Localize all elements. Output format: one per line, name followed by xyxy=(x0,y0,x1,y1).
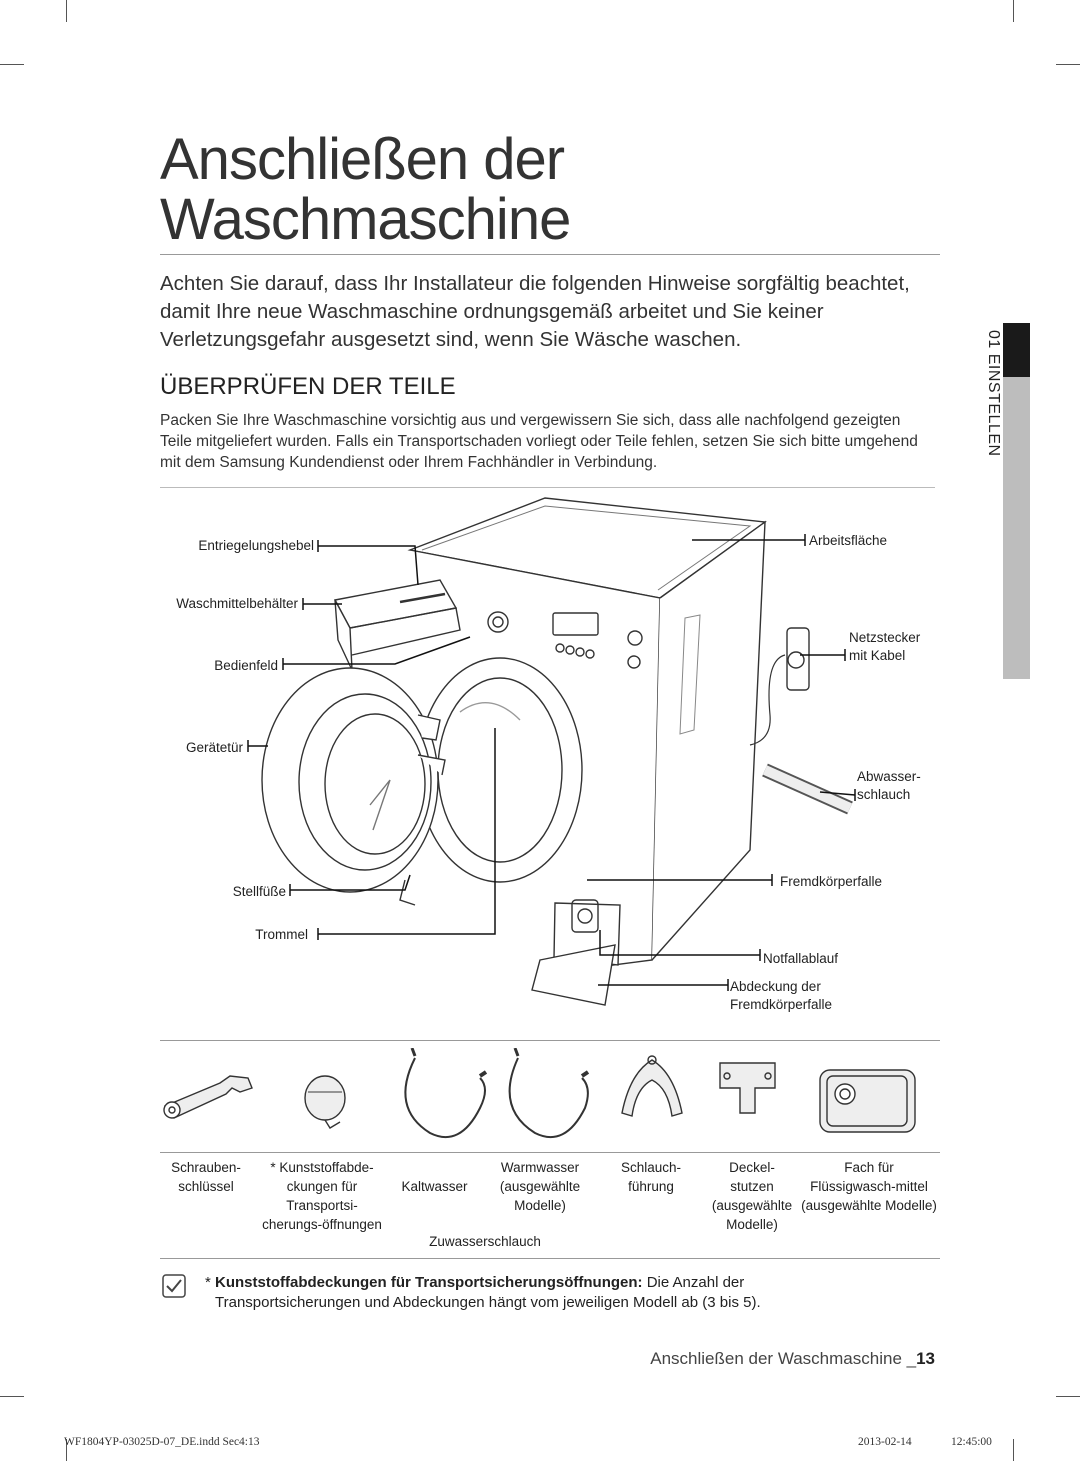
note-line2: Transportsicherungen und Abdeckungen hän… xyxy=(215,1294,761,1311)
caption-hose-guide-line1: Schlauch- xyxy=(620,1160,682,1175)
caption-warm-hose-line2: (ausgewählte xyxy=(499,1179,581,1194)
caption-cover-cap-line3: (ausgewählte xyxy=(711,1198,793,1213)
caption-spanner-line1: Schrauben- xyxy=(171,1160,241,1175)
caption-cover-cap-line2: stutzen xyxy=(730,1179,774,1194)
label-control-panel: Bedienfeld xyxy=(214,658,278,673)
crop-mark xyxy=(66,1439,67,1461)
section-paragraph: Packen Sie Ihre Waschmaschine vorsichtig… xyxy=(160,410,935,488)
caption-caps: * Kunststoffabde- ckungen für Transports… xyxy=(256,1158,388,1234)
side-tab-bar xyxy=(1003,377,1030,679)
parts-divider-mid xyxy=(160,1152,940,1153)
label-drum: Trommel xyxy=(255,927,308,942)
parts-illustrations xyxy=(163,1048,916,1138)
caption-water-hose: Zuwasserschlauch xyxy=(429,1234,541,1249)
caption-caps-line3: Transportsi- xyxy=(286,1198,358,1213)
imprint-file: WF1804YP-03025D-07_DE.indd Sec4:13 xyxy=(64,1436,260,1448)
caption-cold-hose: Kaltwasser xyxy=(392,1177,477,1196)
caption-hose-guide-line2: führung xyxy=(628,1179,674,1194)
warm-water-hose-icon xyxy=(508,1048,590,1138)
note-text: * Kunststoffabdeckungen für Transportsic… xyxy=(205,1273,940,1313)
hose-guide-icon xyxy=(621,1055,683,1117)
cover-cap-icon xyxy=(719,1062,776,1114)
label-detergent-drawer: Waschmittelbehälter xyxy=(176,596,298,611)
liquid-compartment-icon xyxy=(819,1069,916,1133)
crop-mark xyxy=(0,1396,24,1397)
parts-divider-top xyxy=(160,1040,940,1041)
label-filter: Fremdkörperfalle xyxy=(780,874,883,889)
note-bold: Kunststoffabdeckungen für Transportsiche… xyxy=(215,1274,643,1291)
cold-water-hose-icon xyxy=(404,1048,488,1138)
washing-machine-diagram xyxy=(247,497,856,1006)
note-icon xyxy=(162,1274,186,1298)
caption-spanner-line2: schlüssel xyxy=(178,1179,234,1194)
side-tab-marker xyxy=(1003,323,1030,377)
label-filter-cover-line2: Fremdkörperfalle xyxy=(730,997,833,1012)
crop-mark xyxy=(1013,1439,1014,1461)
side-tab-label: 01 EINSTELLEN xyxy=(985,330,1002,457)
label-drain-hose-line1: Abwasser- xyxy=(857,769,921,784)
label-emergency-drain: Notfallablauf xyxy=(763,951,839,966)
caption-warm-hose: Warmwasser (ausgewählte Modelle) xyxy=(490,1158,590,1215)
caption-liquid-line2: Flüssigwasch-mittel xyxy=(810,1179,928,1194)
caption-hose-guide: Schlauch- führung xyxy=(605,1158,697,1196)
crop-mark xyxy=(1013,0,1014,22)
caption-cover-cap-line4: Modelle) xyxy=(726,1217,778,1232)
caption-liquid-line3: (ausgewählte Modelle) xyxy=(801,1198,937,1213)
intro-paragraph: Achten Sie darauf, dass Ihr Installateur… xyxy=(160,272,910,351)
caption-liquid-compartment: Fach für Flüssigwasch-mittel (ausgewählt… xyxy=(798,1158,940,1215)
label-plug-line2: mit Kabel xyxy=(849,648,906,663)
transport-cap-icon xyxy=(304,1075,346,1129)
caption-cover-cap: Deckel- stutzen (ausgewählte Modelle) xyxy=(704,1158,800,1234)
crop-mark xyxy=(0,64,24,65)
crop-mark xyxy=(66,0,67,22)
label-drain-hose-line2: schlauch xyxy=(857,787,911,802)
caption-warm-hose-line1: Warmwasser xyxy=(500,1160,580,1175)
page-title-line2: Waschmaschine xyxy=(160,187,571,252)
imprint-date: 2013-02-14 xyxy=(858,1436,912,1448)
page-number: 13 xyxy=(916,1349,935,1368)
note-asterisk: * xyxy=(205,1274,216,1291)
page-footer: Anschließen der Waschmaschine _13 xyxy=(650,1349,935,1369)
spanner-icon xyxy=(163,1075,253,1119)
page-title-line1: Anschließen der xyxy=(160,127,565,192)
caption-cold-hose-line1: Kaltwasser xyxy=(401,1179,468,1194)
caption-cover-cap-line1: Deckel- xyxy=(729,1160,775,1175)
parts-divider-bottom xyxy=(160,1258,940,1259)
label-plug-line1: Netzstecker xyxy=(849,630,921,645)
label-door: Gerätetür xyxy=(185,740,243,755)
label-feet: Stellfüße xyxy=(232,884,286,899)
caption-caps-line2: ckungen für xyxy=(286,1179,358,1194)
page-title: Anschließen der Waschmaschine xyxy=(160,130,940,255)
caption-caps-line1: * Kunststoffabde- xyxy=(270,1160,374,1175)
caption-liquid-line1: Fach für xyxy=(844,1160,894,1175)
imprint-time: 12:45:00 xyxy=(951,1436,992,1448)
crop-mark xyxy=(1056,64,1080,65)
crop-mark xyxy=(1056,1396,1080,1397)
section-heading: ÜBERPRÜFEN DER TEILE xyxy=(160,373,456,400)
caption-spanner: Schrauben- schlüssel xyxy=(160,1158,252,1196)
caption-caps-line4: cherungs-öffnungen xyxy=(262,1217,382,1232)
label-worktop: Arbeitsfläche xyxy=(809,533,888,548)
caption-warm-hose-line3: Modelle) xyxy=(514,1198,566,1213)
note-rest: Die Anzahl der xyxy=(642,1274,745,1291)
label-filter-cover-line1: Abdeckung der xyxy=(730,979,821,994)
footer-label: Anschließen der Waschmaschine _ xyxy=(650,1349,917,1368)
label-release-lever: Entriegelungshebel xyxy=(198,538,314,553)
